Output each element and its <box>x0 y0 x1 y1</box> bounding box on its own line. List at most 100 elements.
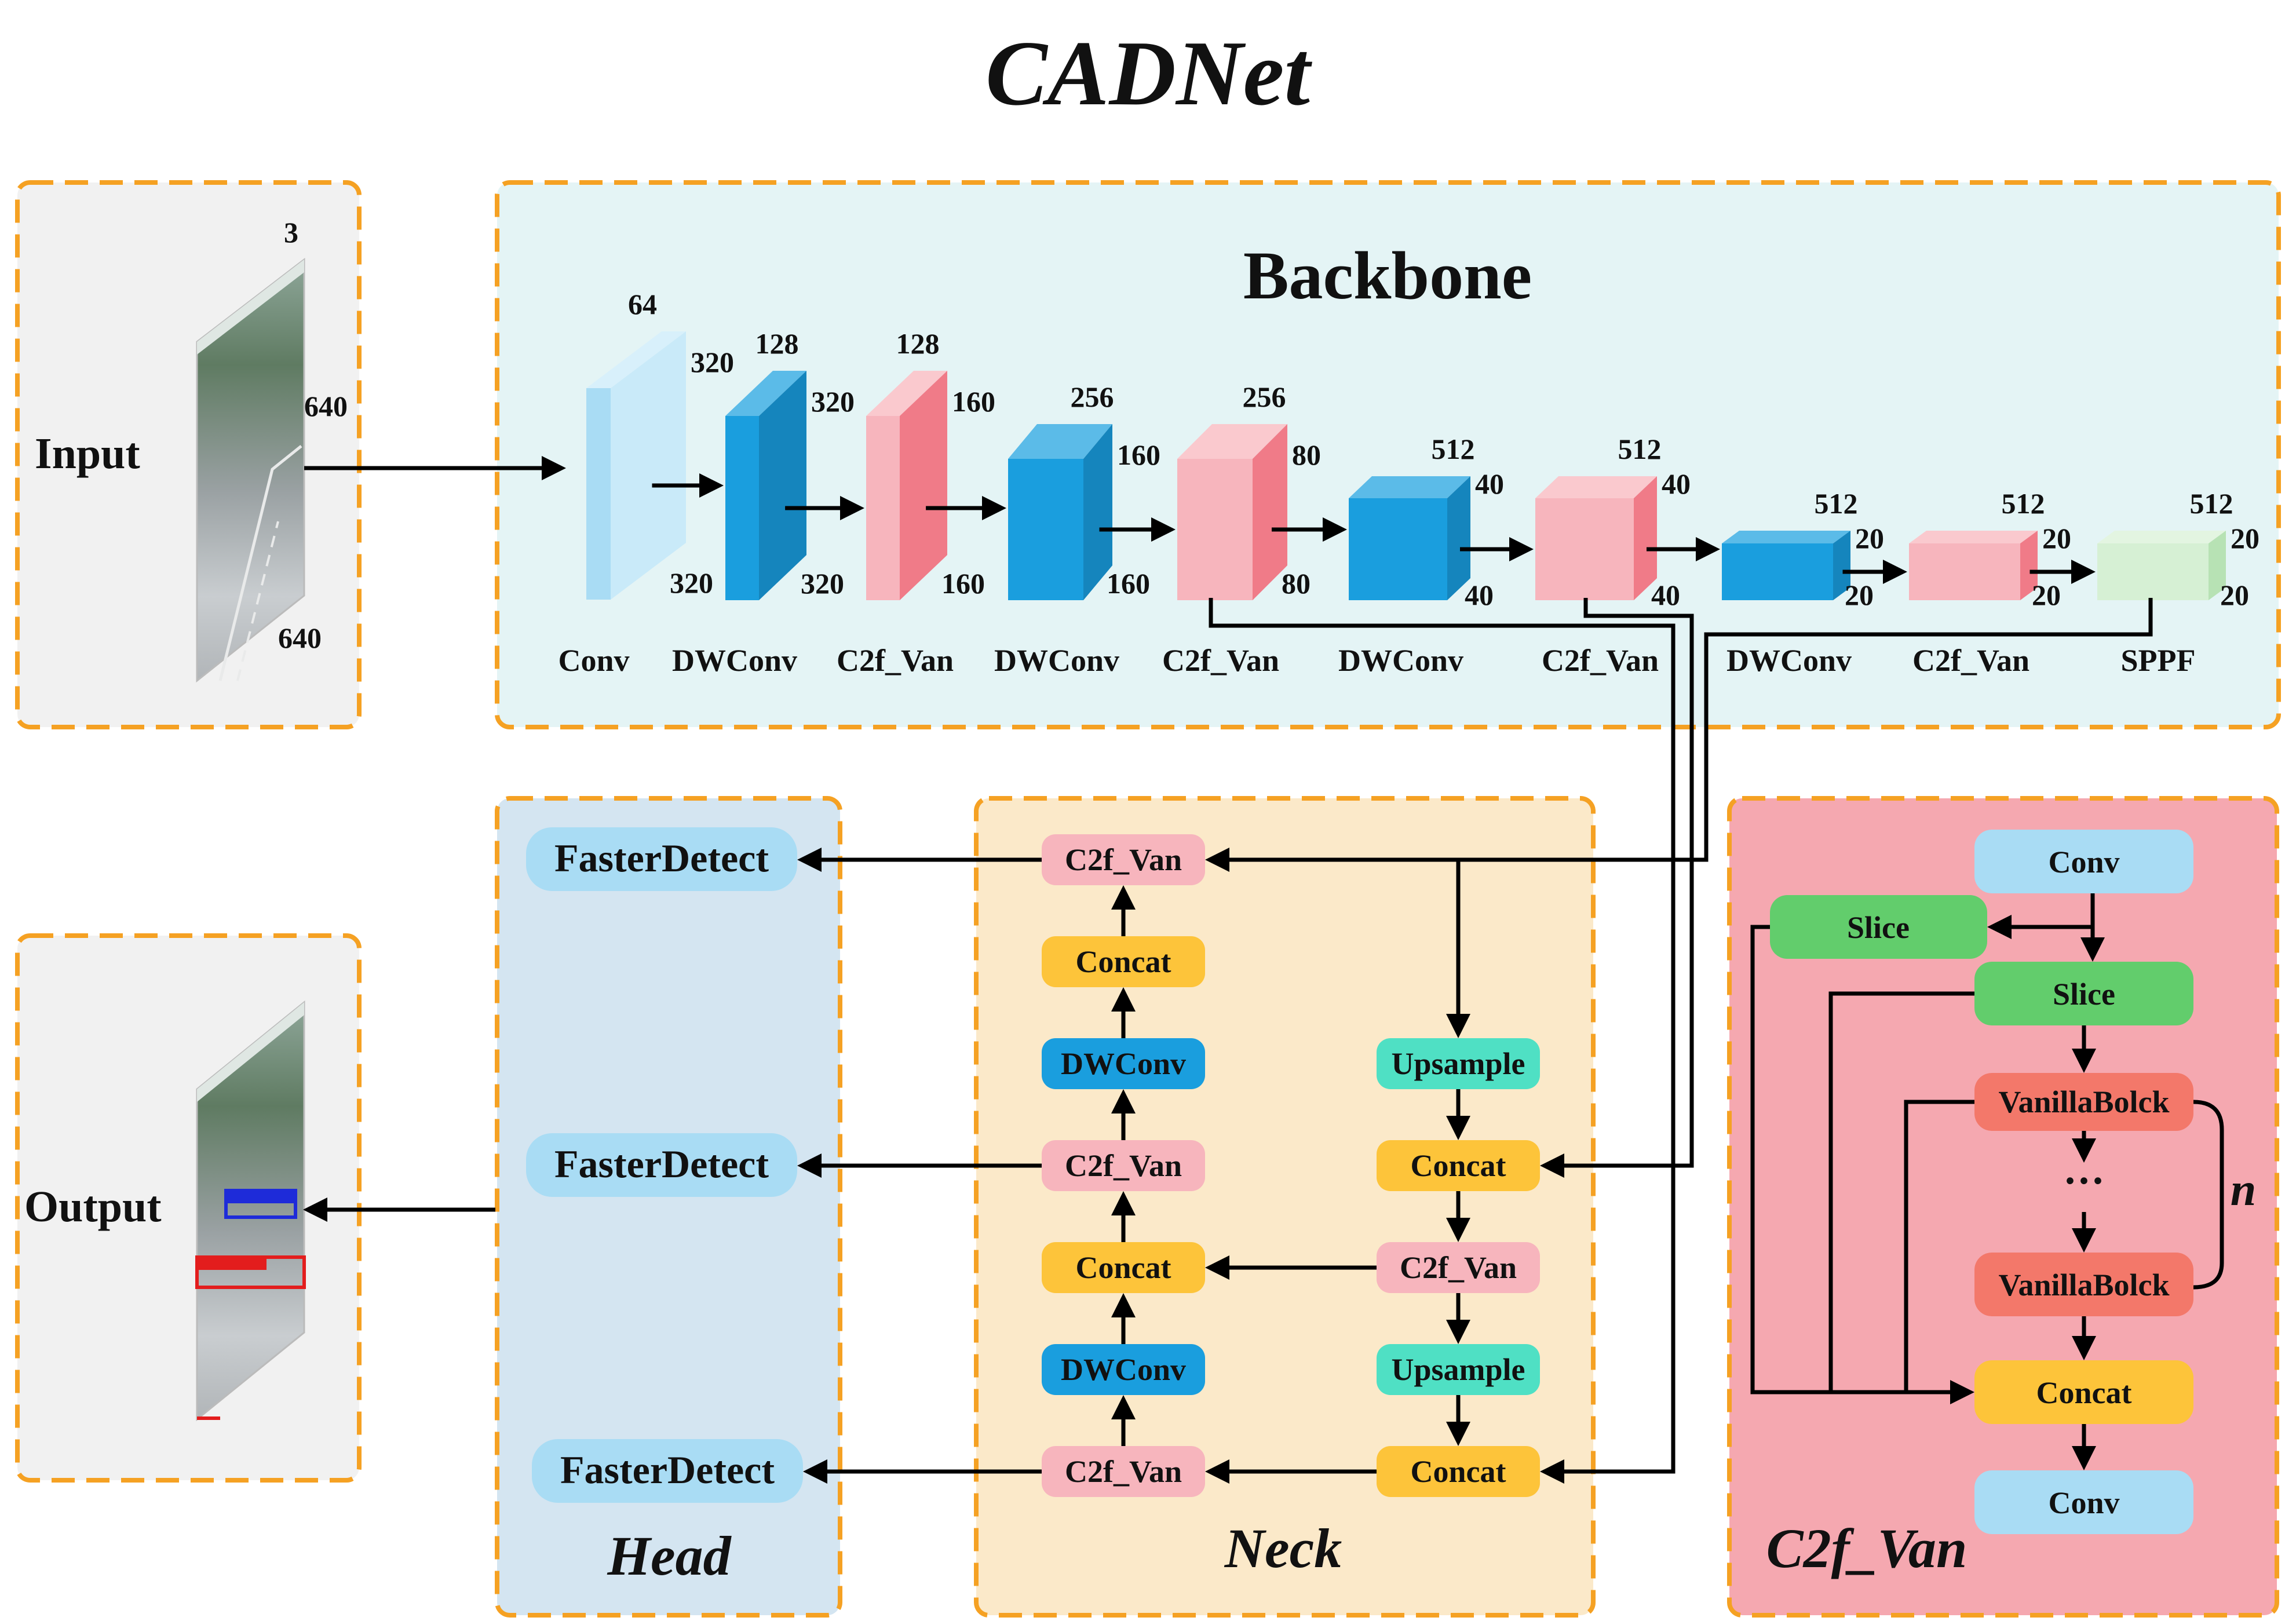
neck-left-c2f-van-3-label: C2f_Van <box>1065 1454 1182 1489</box>
neck-left-concat-2-label: Concat <box>1076 1250 1171 1285</box>
backbone-block-7-channels: 512 <box>1618 433 1662 465</box>
backbone-title: Backbone <box>1243 238 1532 313</box>
backbone-block-8-top-face <box>1722 531 1850 543</box>
backbone-block-6-size-a: 40 <box>1475 468 1504 500</box>
backbone-block-10 <box>2097 531 2226 600</box>
backbone-block-2-top-face <box>725 371 806 416</box>
backbone-block-6-front-face <box>1349 498 1447 600</box>
backbone-block-8-size-a: 20 <box>1855 522 1884 554</box>
c2f-repeat-label: n <box>2231 1164 2257 1215</box>
neck-left-c2f-van-1-label: C2f_Van <box>1065 842 1182 877</box>
neck-right-upsample-1: Upsample <box>1377 1038 1540 1089</box>
backbone-block-1-channels: 64 <box>628 288 657 320</box>
backbone-block-10-label: SPPF <box>2121 643 2196 678</box>
backbone-block-6-side-face <box>1447 476 1470 600</box>
backbone-block-8-front-face <box>1722 543 1833 600</box>
c2f-vanilla-block-bottom-label: VanillaBolck <box>1998 1268 2169 1302</box>
backbone-block-7-side-face <box>1634 476 1657 600</box>
backbone-block-5-top-face <box>1177 424 1287 459</box>
backbone-block-3-channels: 128 <box>896 327 940 360</box>
backbone-block-6-size-b: 40 <box>1465 579 1494 611</box>
backbone-block-2-size-b: 320 <box>801 567 844 600</box>
backbone-block-10-top-face <box>2097 531 2226 543</box>
neck-right-concat-1-label: Concat <box>1411 1148 1506 1183</box>
c2f-conv-bottom-label: Conv <box>2048 1485 2119 1520</box>
c2f-concat-label: Concat <box>2036 1375 2132 1410</box>
backbone-block-2-side-face <box>759 371 806 600</box>
backbone-block-2 <box>725 371 806 600</box>
backbone-block-1-top-face <box>586 331 686 388</box>
backbone-block-3 <box>866 371 947 600</box>
backbone-block-9-size-b: 20 <box>2032 579 2061 611</box>
faster-detect-3-label: FasterDetect <box>560 1448 775 1492</box>
neck-left-dwconv-1: DWConv <box>1042 1038 1205 1089</box>
c2f-slice-right-label: Slice <box>2053 977 2115 1012</box>
neck-right-concat-1: Concat <box>1377 1140 1540 1191</box>
c2f-conv-top-label: Conv <box>2048 845 2119 879</box>
backbone-block-7-size-a: 40 <box>1662 468 1691 500</box>
backbone-block-1-size-a: 320 <box>691 346 734 378</box>
backbone-block-9 <box>1909 531 2038 600</box>
backbone-blocks: 64320320Conv128320320DWConv128160160C2f_… <box>558 288 2260 678</box>
backbone-block-6 <box>1349 476 1470 600</box>
neck-right-c2f-van: C2f_Van <box>1377 1242 1540 1293</box>
backbone-block-6-top-face <box>1349 476 1470 498</box>
c2f-vanilla-block-bottom: VanillaBolck <box>1974 1253 2193 1316</box>
backbone-block-8-side-face <box>1833 531 1850 600</box>
backbone-block-3-size-a: 160 <box>952 385 995 418</box>
c2f-conv-bottom: Conv <box>1974 1470 2193 1534</box>
backbone-block-8-label: DWConv <box>1726 643 1852 678</box>
backbone-block-4-size-b: 160 <box>1107 567 1150 600</box>
backbone-block-1-front-face <box>586 388 611 600</box>
neck-right-c2f-van-label: C2f_Van <box>1400 1250 1517 1285</box>
neck-title: Neck <box>1224 1517 1342 1579</box>
neck-left-c2f-van-2-label: C2f_Van <box>1065 1148 1182 1183</box>
c2f-van-arrows <box>1750 893 2224 1470</box>
backbone-block-1-label: Conv <box>558 643 629 678</box>
backbone-block-8-channels: 512 <box>1815 487 1858 520</box>
backbone-block-2-channels: 128 <box>755 327 799 360</box>
neck-right-upsample-2-label: Upsample <box>1391 1352 1525 1387</box>
c2f-vanilla-block-top-label: VanillaBolck <box>1998 1085 2169 1119</box>
backbone-block-5-channels: 256 <box>1243 381 1286 413</box>
neck-left-c2f-van-2: C2f_Van <box>1042 1140 1205 1191</box>
backbone-block-10-channels: 512 <box>2190 487 2233 520</box>
neck-left-dwconv-2: DWConv <box>1042 1344 1205 1395</box>
neck-arrows <box>797 848 1470 1484</box>
backbone-block-3-side-face <box>900 371 947 600</box>
c2f-concat: Concat <box>1974 1360 2193 1424</box>
diagram-title: CADNet <box>985 21 1313 125</box>
backbone-block-5-side-face <box>1253 424 1287 600</box>
backbone-block-4-front-face <box>1008 459 1083 600</box>
neck-left-dwconv-2-label: DWConv <box>1061 1352 1186 1387</box>
backbone-block-9-top-face <box>1909 531 2038 543</box>
c2f-vanilla-block-top: VanillaBolck <box>1974 1073 2193 1131</box>
c2f-conv-top: Conv <box>1974 830 2193 893</box>
backbone-block-2-front-face <box>725 416 759 600</box>
backbone-block-9-front-face <box>1909 543 2020 600</box>
faster-detect-1: FasterDetect <box>526 827 797 891</box>
backbone-block-10-size-a: 20 <box>2231 522 2260 554</box>
c2f-slice-right: Slice <box>1974 962 2193 1025</box>
backbone-block-4-channels: 256 <box>1071 381 1114 413</box>
faster-detect-2: FasterDetect <box>526 1133 797 1197</box>
backbone-block-1-side-face <box>611 331 686 600</box>
backbone-block-6-channels: 512 <box>1432 433 1475 465</box>
backbone-block-5-front-face <box>1177 459 1253 600</box>
backbone-block-9-label: C2f_Van <box>1912 643 2029 678</box>
backbone-block-8 <box>1722 531 1850 600</box>
backbone-block-3-front-face <box>866 416 900 600</box>
c2f-slice-left: Slice <box>1770 895 1987 959</box>
backbone-block-9-side-face <box>2020 531 2038 600</box>
backbone-block-7-label: C2f_Van <box>1542 643 1659 678</box>
backbone-block-2-label: DWConv <box>672 643 797 678</box>
head-panel <box>495 796 842 1618</box>
backbone-block-3-size-b: 160 <box>941 567 985 600</box>
backbone-block-4-label: DWConv <box>994 643 1119 678</box>
backbone-block-1 <box>586 331 686 600</box>
neck-right-upsample-2: Upsample <box>1377 1344 1540 1395</box>
neck-left-concat-1-label: Concat <box>1076 944 1171 979</box>
backbone-block-8-size-b: 20 <box>1845 579 1874 611</box>
backbone-block-5-size-b: 80 <box>1282 567 1311 600</box>
